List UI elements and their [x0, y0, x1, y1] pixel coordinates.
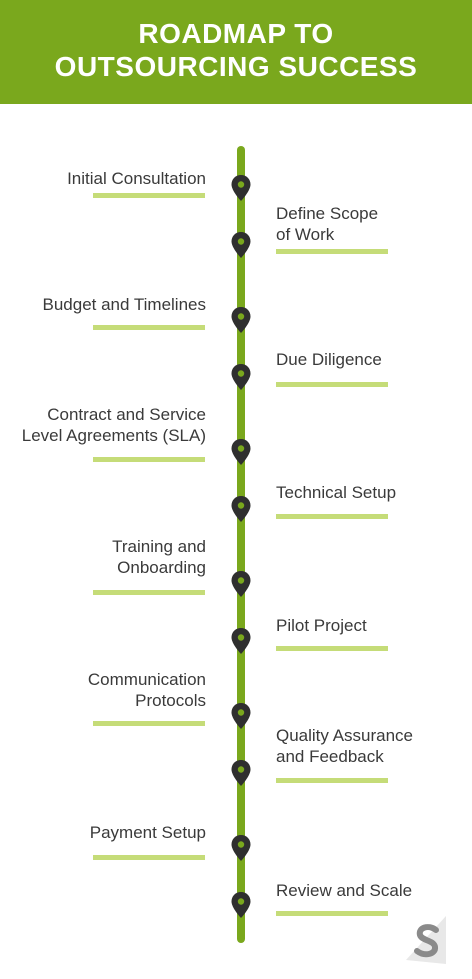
- step-label-line: of Work: [276, 225, 335, 244]
- step-underline: [276, 911, 388, 916]
- map-pin-icon: [231, 175, 251, 201]
- step-label-line: Onboarding: [117, 558, 206, 577]
- step-label: Budget and Timelines: [43, 294, 207, 315]
- step-label-line: Pilot Project: [276, 616, 367, 635]
- step-underline: [276, 514, 388, 519]
- step-label-line: Training and: [112, 537, 206, 556]
- map-pin-icon: [231, 307, 251, 333]
- step-label: Initial Consultation: [67, 168, 206, 189]
- step-label-line: Budget and Timelines: [42, 295, 207, 314]
- step-label-line: Define Scope: [276, 204, 379, 223]
- title-line-1: ROADMAP TO: [138, 18, 334, 49]
- map-pin-icon: [231, 892, 251, 918]
- step-label-line: Review and Scale: [276, 881, 413, 900]
- step-underline: [93, 855, 205, 860]
- step-label-line: Due Diligence: [276, 350, 382, 369]
- step-underline: [93, 325, 205, 330]
- map-pin-icon: [231, 835, 251, 861]
- step-label-line: Payment Setup: [89, 823, 206, 842]
- map-pin-icon: [231, 703, 251, 729]
- step-underline: [276, 249, 388, 254]
- map-pin-icon: [231, 364, 251, 390]
- step-label: Review and Scale: [276, 880, 412, 901]
- map-pin-icon: [231, 232, 251, 258]
- timeline-line: [237, 146, 245, 943]
- step-label: Technical Setup: [276, 482, 396, 503]
- header-banner: ROADMAP TO OUTSOURCING SUCCESS: [0, 0, 472, 104]
- step-label-line: and Feedback: [276, 747, 384, 766]
- step-label-line: Level Agreements (SLA): [21, 426, 206, 445]
- step-underline: [276, 778, 388, 783]
- map-pin-icon: [231, 628, 251, 654]
- title-line-2: OUTSOURCING SUCCESS: [54, 51, 418, 82]
- step-label: Quality Assurance and Feedback: [276, 725, 413, 767]
- step-label: Due Diligence: [276, 349, 382, 370]
- step-label-line: Contract and Service: [47, 405, 206, 424]
- step-label-line: Initial Consultation: [67, 169, 206, 188]
- map-pin-icon: [231, 760, 251, 786]
- step-underline: [276, 382, 388, 387]
- step-label-line: Quality Assurance: [276, 726, 414, 745]
- step-label: Define Scope of Work: [276, 203, 378, 245]
- step-underline: [93, 590, 205, 595]
- step-underline: [276, 646, 388, 651]
- step-label: Payment Setup: [90, 822, 206, 843]
- map-pin-icon: [231, 439, 251, 465]
- brand-logo-icon: [406, 916, 446, 964]
- map-pin-icon: [231, 571, 251, 597]
- step-label-line: Communication: [87, 670, 206, 689]
- step-underline: [93, 721, 205, 726]
- step-underline: [93, 193, 205, 198]
- step-label: Pilot Project: [276, 615, 367, 636]
- map-pin-icon: [231, 496, 251, 522]
- step-underline: [93, 457, 205, 462]
- step-label-line: Technical Setup: [276, 483, 397, 502]
- step-label-line: Protocols: [135, 691, 206, 710]
